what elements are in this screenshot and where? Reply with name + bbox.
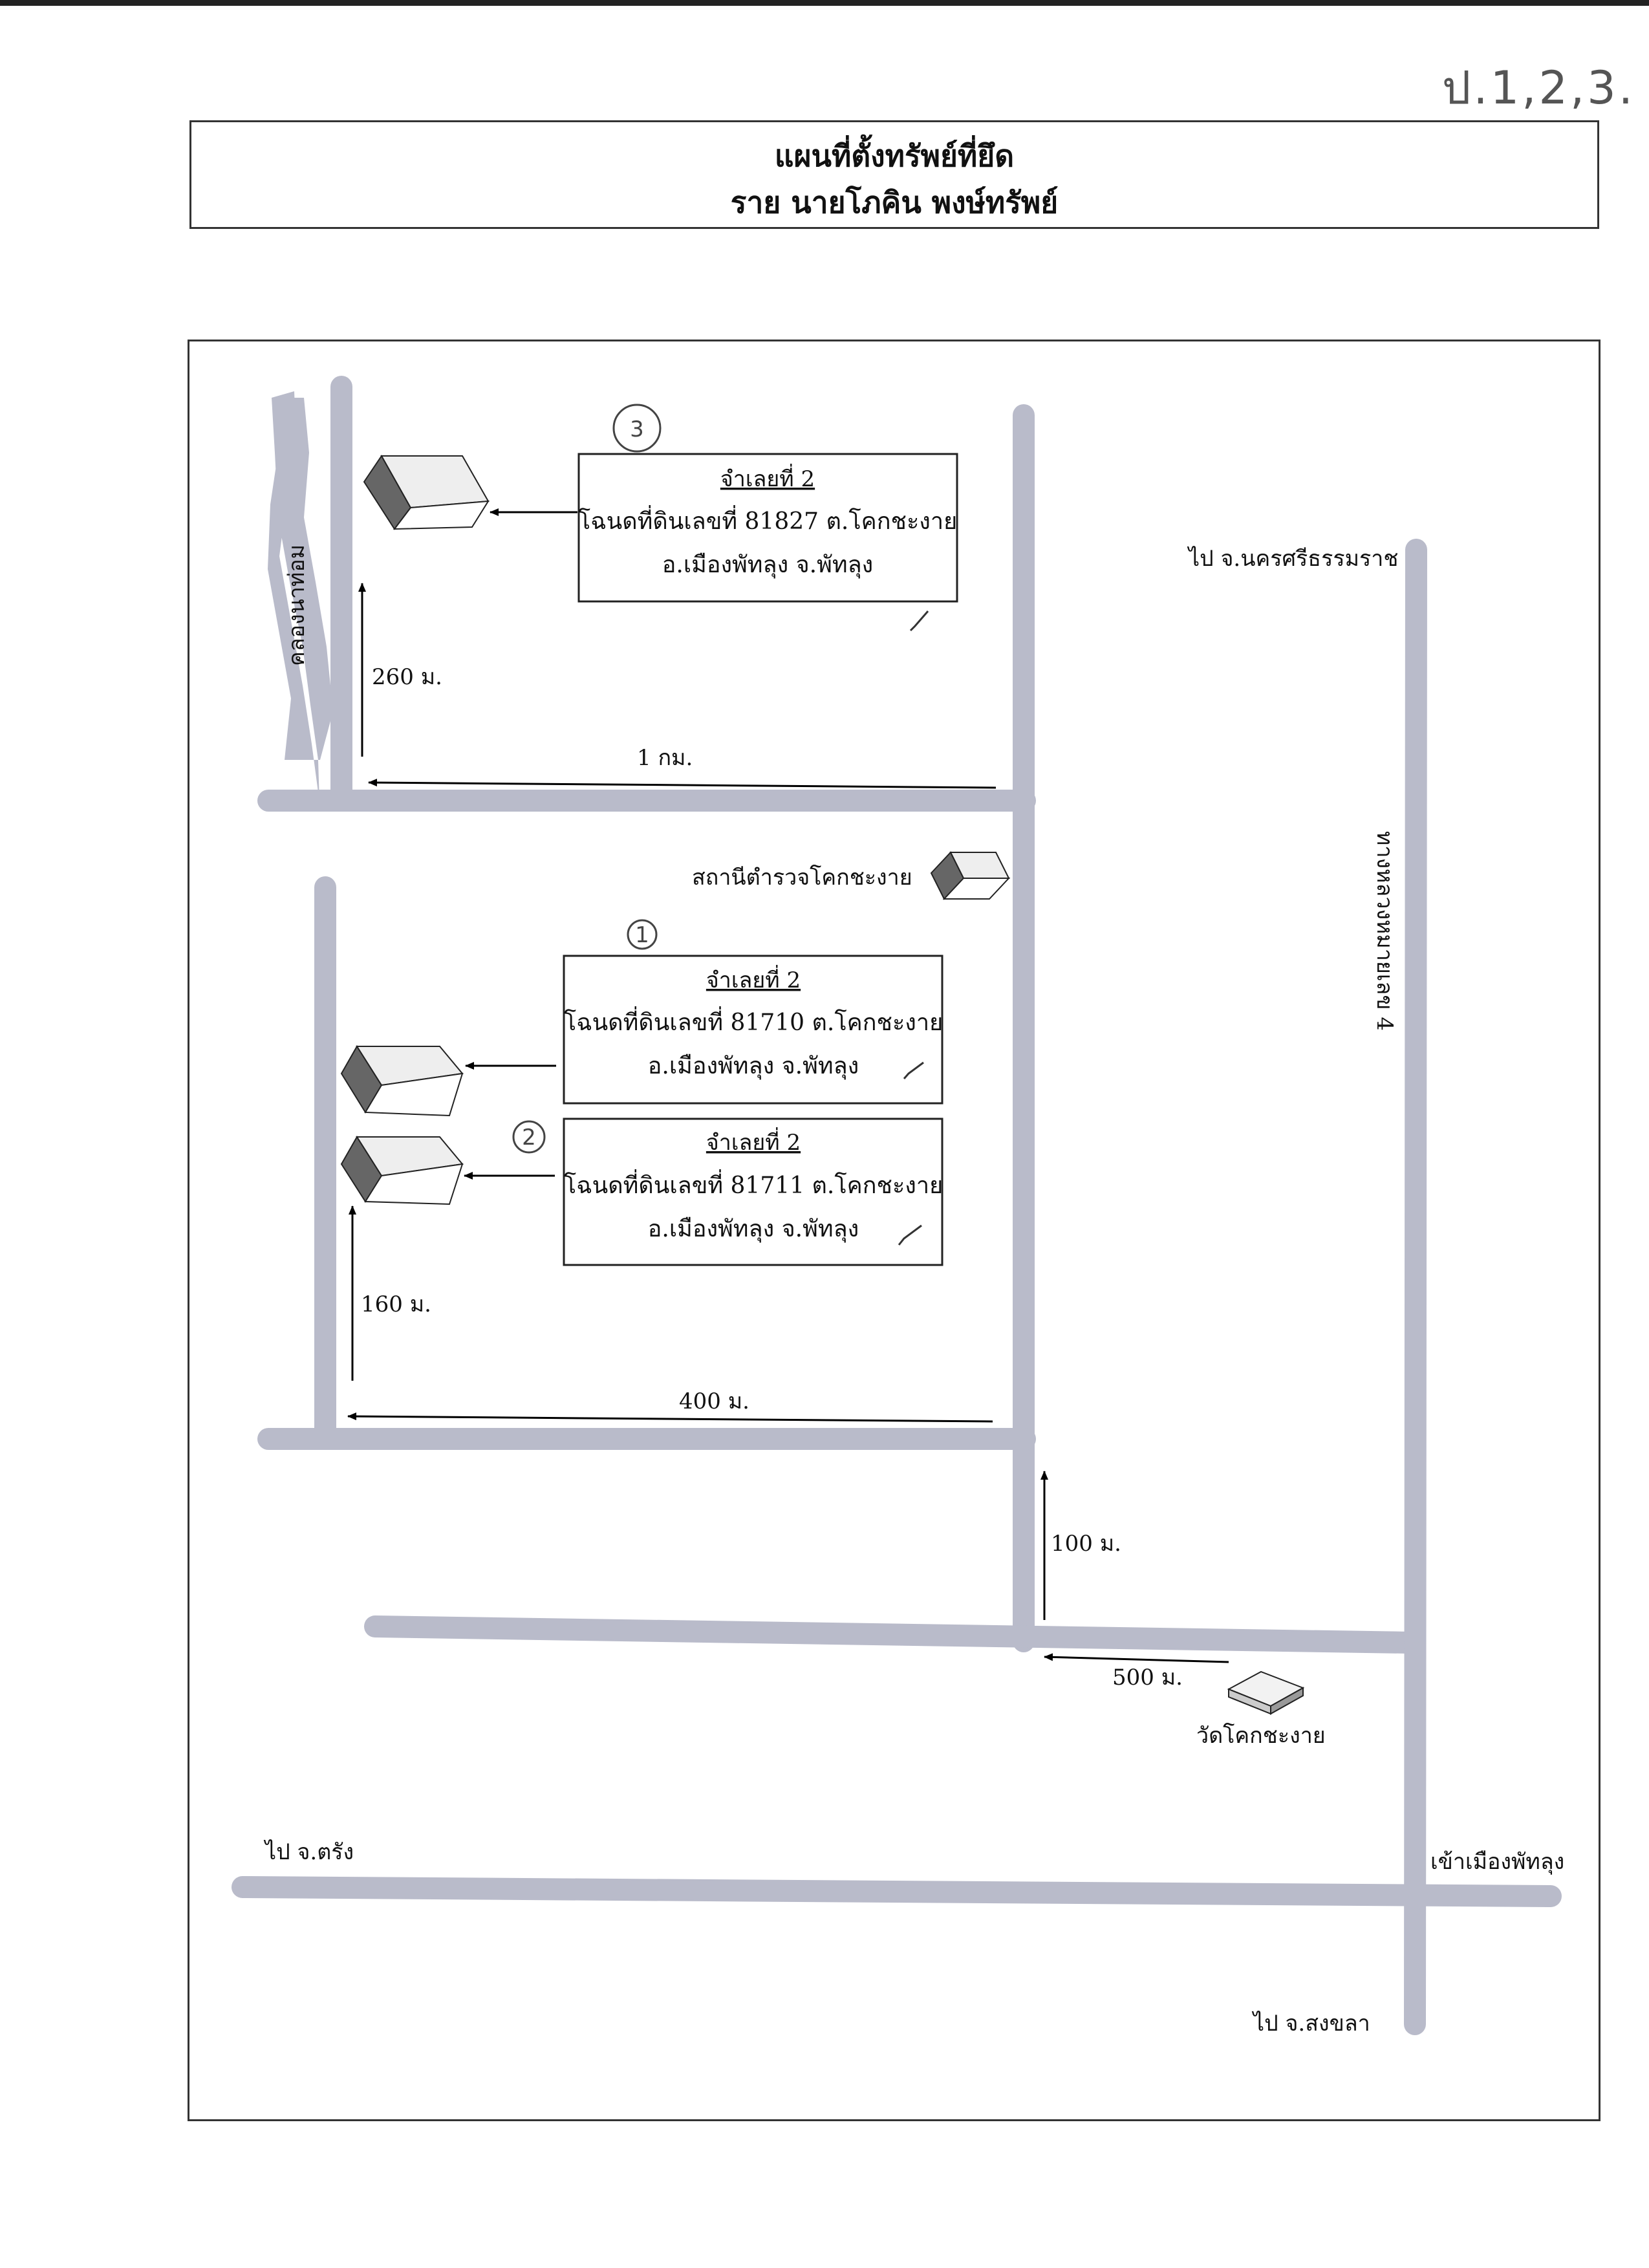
distance-100m: 100 ม. — [1051, 1531, 1121, 1557]
label-to-nakhon: ไป จ.นครศรีธรรมราช — [1187, 546, 1398, 572]
label-to-songkhla: ไป จ.สงขลา — [1251, 2011, 1370, 2036]
parcel-2-location: อ.เมืองพัทลุง จ.พัทลุง — [648, 1216, 859, 1243]
parcel-3-deed: โฉนดที่ดินเลขที่ 81827 ต.โคกชะงาย — [578, 505, 957, 535]
parcel-3-building — [363, 455, 490, 530]
parcel-2-building — [340, 1136, 464, 1205]
road-lower-cross — [364, 1615, 1421, 1654]
canal — [268, 391, 333, 802]
handwritten-page-note: ป.1,2,3. — [1442, 61, 1636, 114]
parcel-1-number-circle — [627, 919, 658, 950]
parcel-1-location: อ.เมืองพัทลุง จ.พัทลุง — [648, 1053, 859, 1080]
top-border-line — [0, 0, 1649, 6]
parcel-2-number-circle — [512, 1120, 546, 1154]
parcel-2-title: จำเลยที่ 2 — [706, 1127, 801, 1156]
arrow-1km — [368, 779, 997, 789]
parcel-1-deed: โฉนดที่ดินเลขที่ 81710 ต.โคกชะงาย — [564, 1006, 943, 1036]
parcel-1-building — [340, 1045, 464, 1117]
label-to-city: เข้าเมืองพัทลุง — [1430, 1849, 1564, 1875]
parcel-3-number: 3 — [630, 416, 644, 442]
parcel-1-check-mark — [903, 1061, 924, 1079]
arrow-500m — [1044, 1653, 1229, 1663]
distance-260m: 260 ม. — [372, 664, 442, 690]
parcel-3-number-circle — [612, 404, 662, 453]
road-bottom — [232, 1876, 1562, 1907]
parcel-1-box — [563, 955, 943, 1105]
distance-160m: 160 ม. — [361, 1291, 431, 1317]
parcel-1-number: 1 — [635, 922, 649, 948]
arrow-400m — [347, 1412, 993, 1423]
parcel-2-number: 2 — [522, 1125, 536, 1150]
canal-label: คลองนาท่อม — [284, 545, 310, 666]
title-box: แผนที่ตั้งทรัพย์ที่ยึด ราย นายโภคิน พงษ์… — [189, 120, 1599, 229]
distance-500m: 500 ม. — [1112, 1665, 1183, 1690]
label-to-trang: ไป จ.ตรัง — [263, 1839, 354, 1865]
map-title: แผนที่ตั้งทรัพย์ที่ยึด — [774, 138, 1015, 173]
parcel-1-title: จำเลยที่ 2 — [706, 965, 801, 993]
parcel-3-location: อ.เมืองพัทลุง จ.พัทลุง — [662, 552, 873, 579]
highway-4 — [1404, 539, 1427, 2035]
parcel-3-check-mark — [909, 610, 929, 632]
temple-label: วัดโคกชะงาย — [1196, 1723, 1326, 1749]
parcel-2-box — [563, 1118, 943, 1266]
distance-1km: 1 กม. — [637, 745, 693, 771]
highway-label: ทางหลวงหมายเลข 4 — [1372, 831, 1397, 1031]
parcel-2-check-mark — [898, 1224, 922, 1246]
police-station-building — [930, 851, 1011, 900]
parcel-3-box — [577, 453, 958, 603]
owner-name: ราย นายโภคิน พงษ์ทรัพย์ — [730, 185, 1059, 220]
parcel-3-title: จำเลยที่ 2 — [720, 464, 815, 492]
parcel-2-deed: โฉนดที่ดินเลขที่ 81711 ต.โคกชะงาย — [564, 1169, 943, 1199]
temple-building — [1227, 1670, 1305, 1715]
map-frame — [188, 340, 1600, 2121]
police-station-label: สถานีตำรวจโคกชะงาย — [692, 865, 912, 891]
distance-400m: 400 ม. — [679, 1388, 749, 1414]
